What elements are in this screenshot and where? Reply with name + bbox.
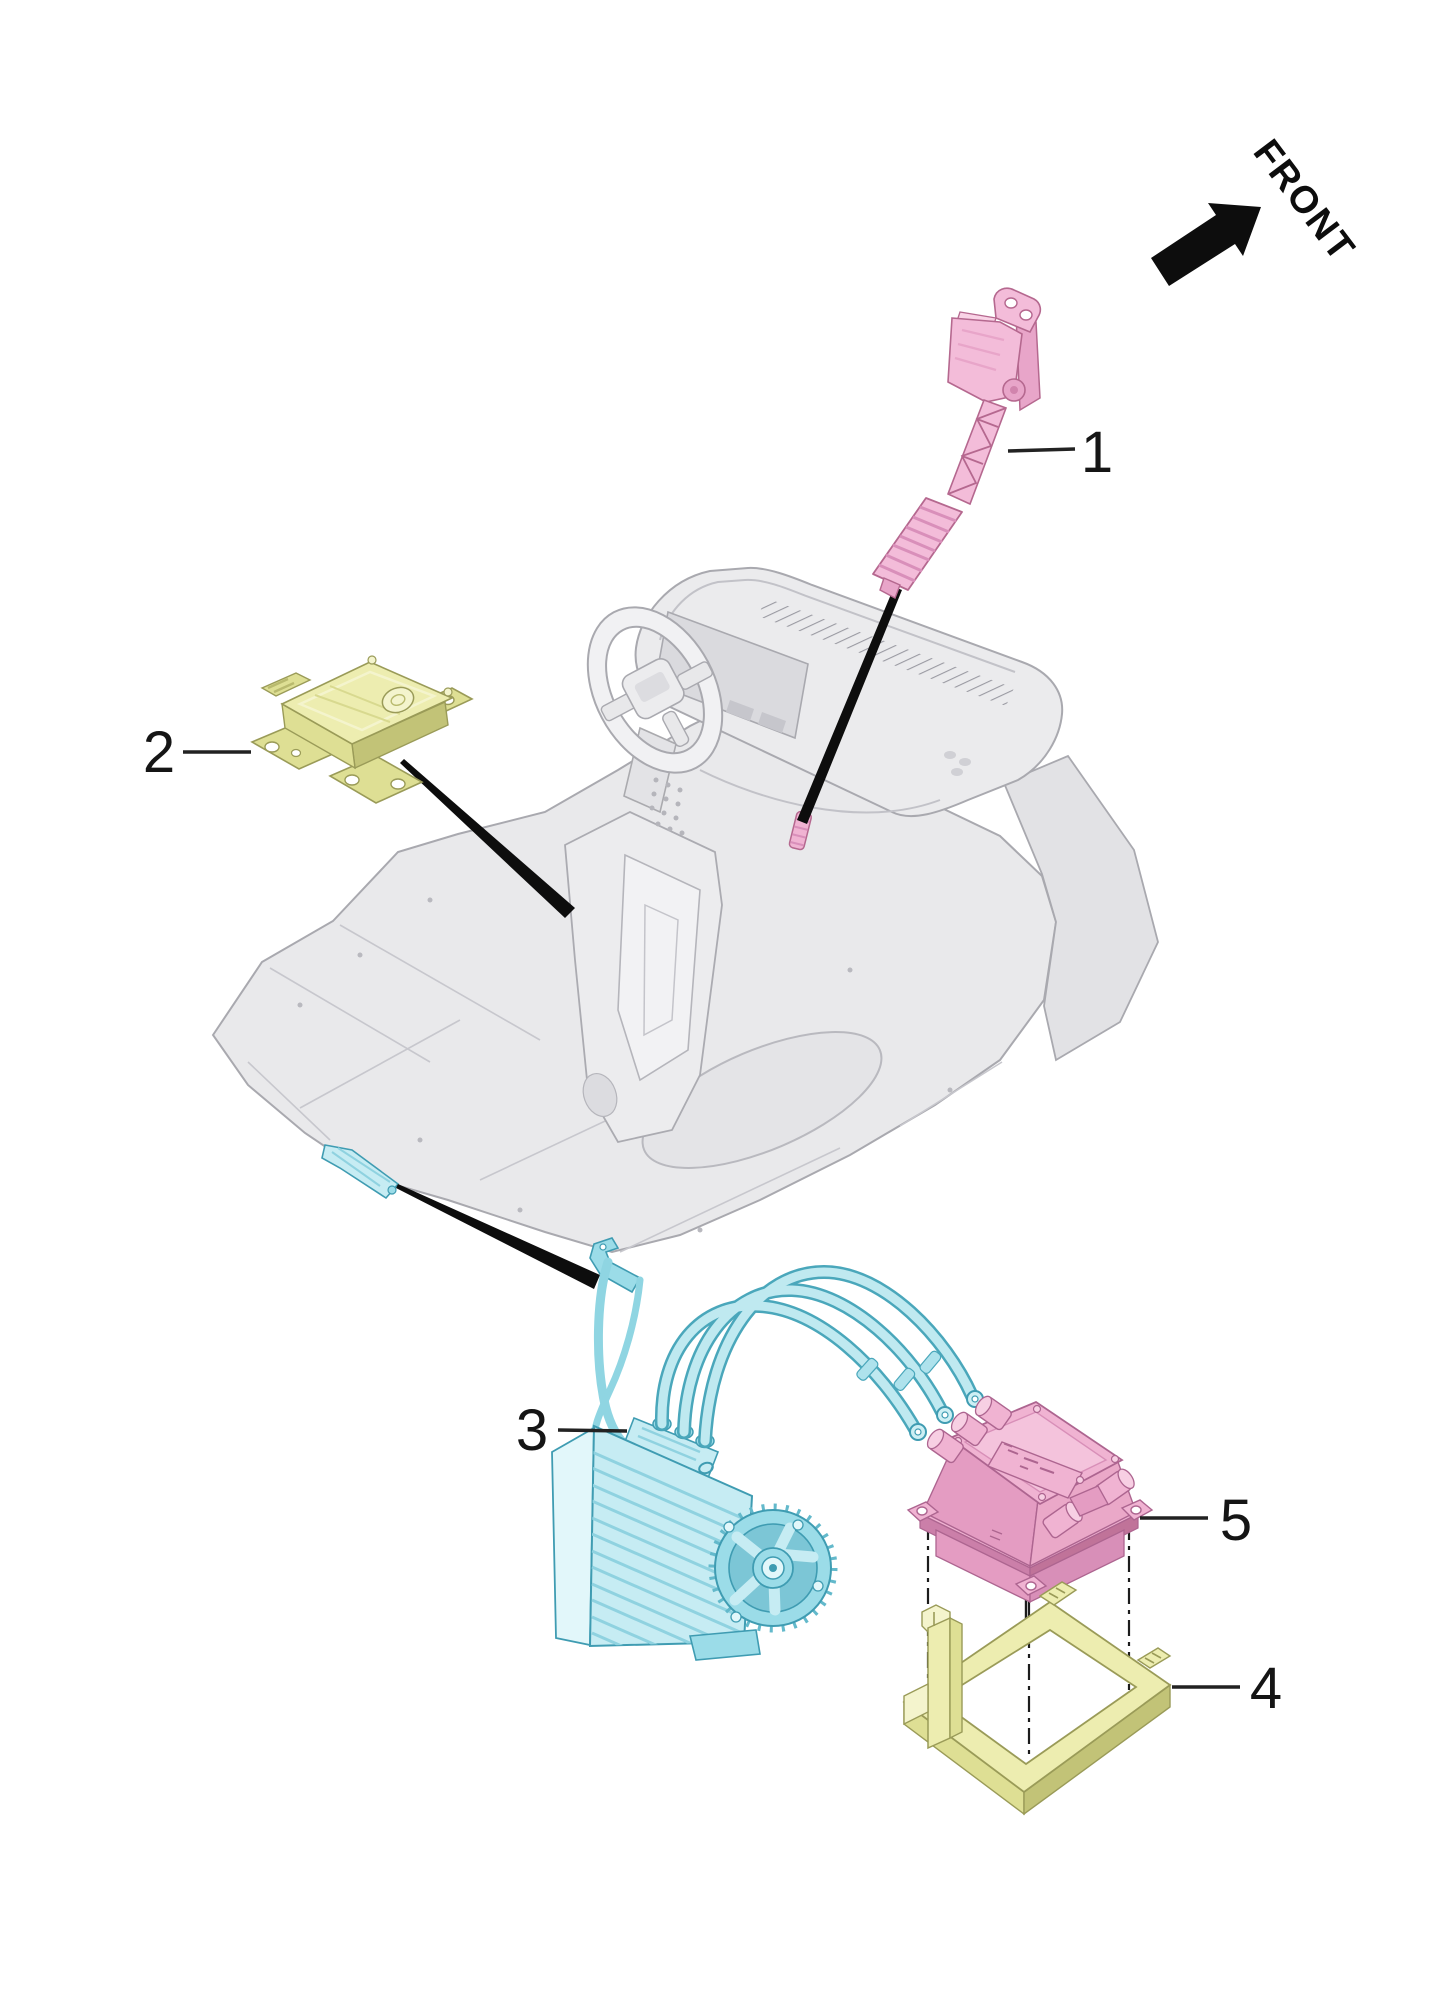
pedal-arm — [946, 398, 1008, 506]
pointer-module-to-floor — [400, 759, 575, 918]
pedal-sensor-ribs — [954, 328, 1005, 372]
module-top-ridge — [296, 670, 438, 732]
front-direction-marker: FRONT — [1151, 132, 1363, 286]
callout-3: 3 — [516, 1398, 628, 1463]
module-boss — [381, 686, 415, 714]
console-dot-panel — [649, 777, 685, 836]
right-cowl-side — [1002, 754, 1159, 1062]
leader-line-1 — [1007, 447, 1076, 453]
pedal-mount-bracket — [993, 287, 1042, 334]
steering-wheel — [586, 606, 724, 774]
wheel-spoke-lower — [662, 710, 690, 747]
frame-left-post — [903, 1604, 963, 1750]
car-interior-illustration — [211, 566, 1159, 1254]
module-connector — [260, 672, 312, 697]
callout-number-5: 5 — [1220, 1488, 1252, 1553]
motor-side-bracket — [551, 1426, 595, 1647]
cable-sleeves — [856, 1350, 942, 1392]
console-inner-line — [643, 903, 679, 1037]
floor-bolt-holes — [297, 897, 953, 1233]
part-motor-controller — [906, 1395, 1154, 1604]
seat-mount-recess — [641, 1031, 883, 1169]
wheel-hub-badge — [634, 672, 670, 702]
pedal-pad — [872, 497, 963, 599]
console-cup-recess — [582, 1073, 618, 1117]
motor-end-housing — [708, 1503, 838, 1633]
side-vent-slots — [944, 751, 971, 776]
controller-label-plate — [986, 1441, 1084, 1499]
defroster-vent-hatch — [758, 598, 1014, 706]
front-arrow-icon — [1151, 203, 1261, 286]
cable-ring-terminals — [909, 1390, 984, 1441]
pedal-arm-truss — [947, 407, 1007, 495]
motor-phase-cables — [654, 1264, 984, 1448]
motor-face-bolts — [723, 1519, 824, 1623]
part-control-module — [250, 655, 474, 804]
callout-1: 1 — [1007, 420, 1113, 485]
callout-number-2: 2 — [143, 720, 175, 785]
controller-signal-connector — [1069, 1485, 1109, 1517]
motor-position-marker — [321, 1144, 400, 1200]
center-console — [564, 810, 723, 1144]
position-pointer-lines — [396, 587, 902, 1289]
leader-line-3 — [557, 1428, 628, 1433]
controller-mount-ears — [906, 1499, 1154, 1596]
callout-5: 5 — [1140, 1488, 1252, 1553]
part-accelerator-pedal — [872, 287, 1042, 599]
module-face-top — [280, 661, 454, 745]
callout-number-3: 3 — [516, 1398, 548, 1463]
callout-number-1: 1 — [1081, 420, 1113, 485]
pointer-floor-to-motor — [396, 1184, 600, 1289]
screen-module-b — [758, 712, 786, 733]
part-drive-motor — [551, 1237, 838, 1661]
pedal-pad-tab — [879, 577, 901, 599]
callout-number-4: 4 — [1250, 1656, 1282, 1721]
controller-input-glands — [926, 1395, 1012, 1464]
steering-wheel-rim — [587, 607, 723, 773]
frame-slotted-tabs — [1038, 1581, 1172, 1669]
console-armrest — [617, 853, 701, 1082]
callout-2: 2 — [143, 720, 251, 785]
part-mounting-frame — [902, 1581, 1172, 1816]
housing-emboss-mark — [989, 1529, 1003, 1541]
callout-4: 4 — [1172, 1656, 1282, 1721]
motor-lift-hole — [698, 1461, 714, 1475]
pointer-pedal-to-cabin — [797, 587, 902, 824]
controller-output-glands — [1042, 1468, 1135, 1539]
label-plate-markings — [1003, 1443, 1055, 1474]
motor-foot — [688, 1629, 761, 1661]
screen-module-a — [726, 700, 754, 721]
front-label: FRONT — [1245, 132, 1363, 270]
